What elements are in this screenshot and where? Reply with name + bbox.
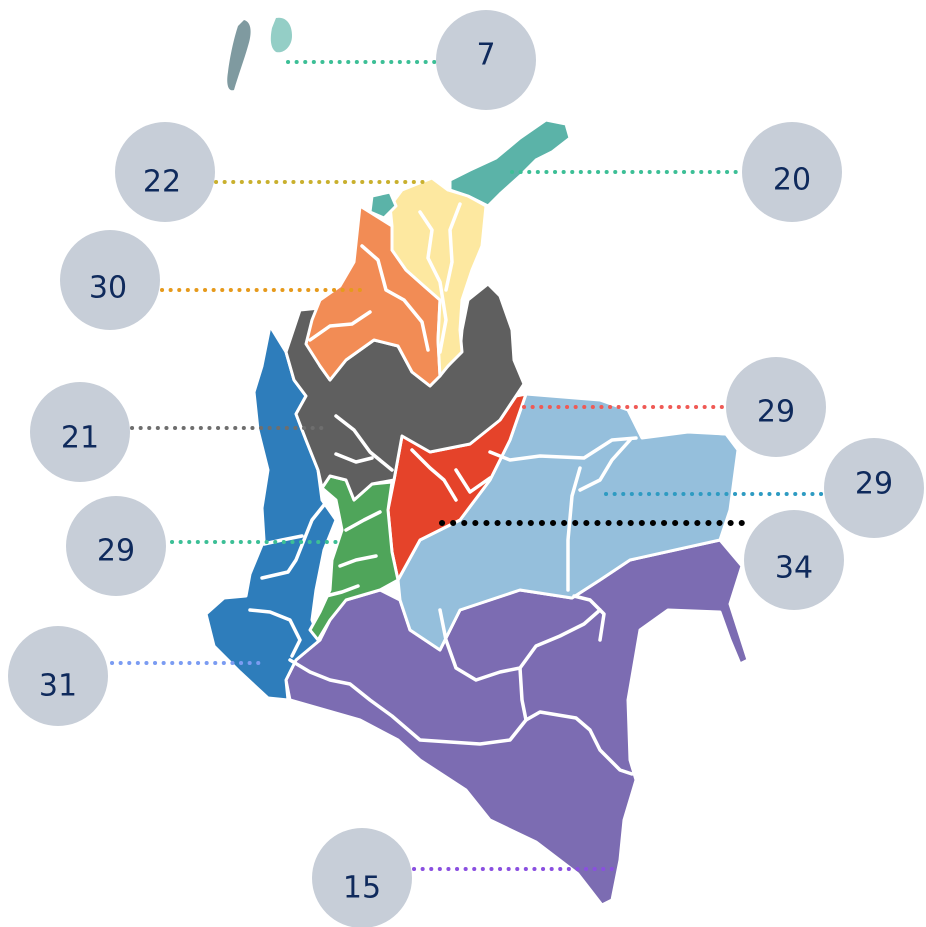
- badge-value: 29: [855, 467, 893, 502]
- badge-orinoquia-east[interactable]: 29: [824, 438, 924, 538]
- badge-amazon[interactable]: 15: [312, 828, 412, 927]
- value-badges: 7 20 22 30 21 29 29 29: [8, 10, 924, 927]
- badge-orinoquia-south[interactable]: 34: [744, 510, 844, 610]
- island-san-andres[interactable]: [227, 20, 251, 91]
- badge-islands[interactable]: 7: [436, 10, 536, 110]
- badge-pacific[interactable]: 31: [8, 626, 108, 726]
- badge-value: 7: [476, 38, 495, 73]
- island-providencia[interactable]: [270, 17, 292, 53]
- badge-value: 29: [757, 395, 795, 430]
- region-caribbean-east[interactable]: [448, 118, 572, 208]
- badge-value: 31: [39, 669, 77, 704]
- badge-value: 15: [343, 871, 381, 906]
- badge-value: 22: [143, 165, 181, 200]
- badge-value: 34: [775, 551, 813, 586]
- leader-lines: [110, 60, 826, 871]
- badge-value: 20: [773, 163, 811, 198]
- badge-value: 21: [61, 421, 99, 456]
- badge-eastern-plains[interactable]: 29: [726, 357, 826, 457]
- badge-caribbean-central[interactable]: 22: [115, 122, 215, 222]
- badge-value: 29: [97, 534, 135, 569]
- badge-value: 30: [89, 271, 127, 306]
- region-caribbean-east-west-coast[interactable]: [368, 190, 398, 220]
- badge-andean[interactable]: 21: [30, 382, 130, 482]
- islands-group: [227, 17, 292, 91]
- department-borders: [248, 202, 730, 776]
- badge-caribbean-east[interactable]: 20: [742, 122, 842, 222]
- badge-coffee-axis[interactable]: 29: [66, 496, 166, 596]
- badge-caribbean-west[interactable]: 30: [60, 230, 160, 330]
